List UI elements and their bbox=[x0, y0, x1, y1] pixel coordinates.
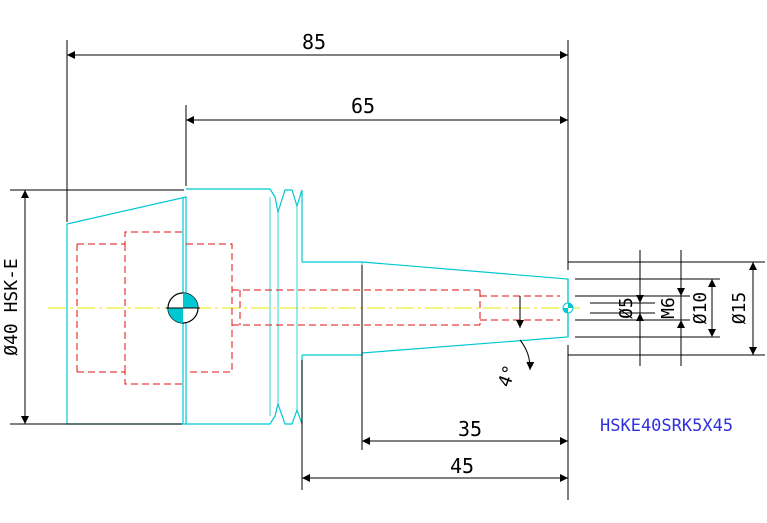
dim-shank-length: 45 bbox=[450, 454, 474, 478]
center-mark-small bbox=[562, 302, 574, 314]
dim-bore-diameter: Ø5 bbox=[616, 297, 637, 319]
dim-shank-diameter: Ø15 bbox=[729, 292, 750, 325]
center-mark-large bbox=[166, 292, 200, 324]
dim-overall-length: 85 bbox=[302, 30, 326, 54]
dim-taper-length: 35 bbox=[458, 417, 482, 441]
dim-shoulder-length: 65 bbox=[351, 94, 375, 118]
dim-hsk-diameter: Ø40 HSK-E bbox=[1, 258, 22, 356]
dim-thread: M6 bbox=[658, 297, 679, 319]
part-number-label: HSKE40SRK5X45 bbox=[600, 416, 733, 436]
dimension-lines bbox=[10, 40, 765, 500]
dim-nose-diameter: Ø10 bbox=[690, 292, 711, 325]
part-outline bbox=[66, 188, 569, 425]
dim-taper-angle: 4° bbox=[494, 362, 521, 390]
